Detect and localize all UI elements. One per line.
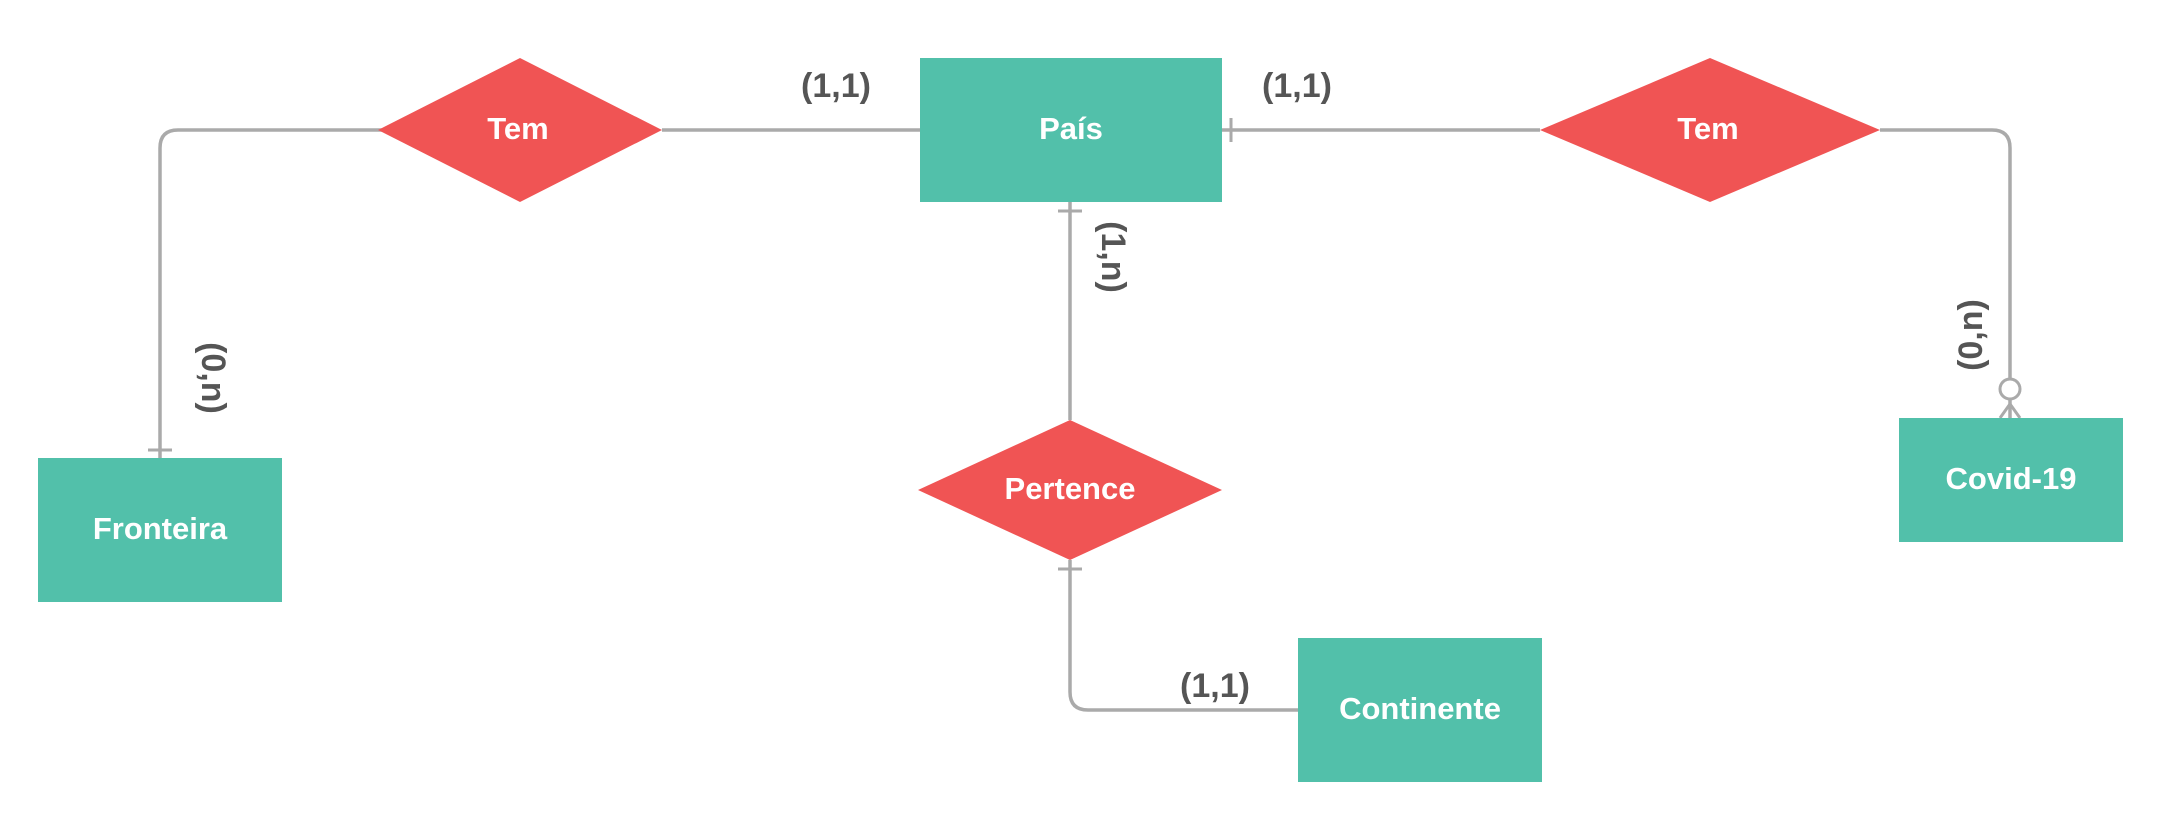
entity-pais[interactable]: País — [920, 58, 1222, 202]
entity-continente[interactable]: Continente — [1298, 638, 1542, 782]
entity-continente-box — [1298, 638, 1542, 782]
connector-pertence-continente — [1068, 560, 1298, 712]
cardinality-continente: (1,1) — [1180, 667, 1250, 705]
cardinality-pais-bottom: (1,n) — [1094, 221, 1132, 293]
cardinality-pais-right: (1,1) — [1262, 67, 1332, 105]
entity-fronteira-label: Fronteira — [93, 511, 228, 546]
entity-continente-label: Continente — [1339, 691, 1501, 726]
crowfoot-marker-covid — [1998, 401, 2022, 419]
relationship-tem-right-diamond — [1540, 58, 1880, 202]
entity-covid-box — [1899, 418, 2123, 542]
connector-fronteira-tem — [158, 128, 382, 458]
cardinality-pais-left: (1,1) — [801, 67, 871, 105]
relationship-pertence-label: Pertence — [1005, 471, 1136, 506]
entity-covid-label: Covid-19 — [1946, 461, 2077, 496]
entity-pais-label: País — [1039, 111, 1103, 146]
entity-covid[interactable]: Covid-19 — [1899, 418, 2123, 542]
relationship-tem-right[interactable]: Tem — [1540, 58, 1880, 202]
connector-tem-covid — [1880, 128, 2012, 418]
relationship-tem-left[interactable]: Tem — [378, 58, 662, 202]
relationship-pertence-diamond — [918, 420, 1222, 560]
entity-fronteira-box — [38, 458, 282, 602]
relationship-pertence[interactable]: Pertence — [918, 420, 1222, 560]
entity-fronteira[interactable]: Fronteira — [38, 458, 282, 602]
zero-marker-covid — [1998, 377, 2022, 401]
cardinality-covid: (0,n) — [1952, 299, 1990, 371]
relationship-tem-left-diamond — [378, 58, 662, 202]
relationship-tem-right-label: Tem — [1677, 111, 1738, 146]
relationship-tem-left-label: Tem — [487, 111, 548, 146]
cardinality-fronteira: (0,n) — [194, 342, 232, 414]
entity-pais-box — [920, 58, 1222, 202]
